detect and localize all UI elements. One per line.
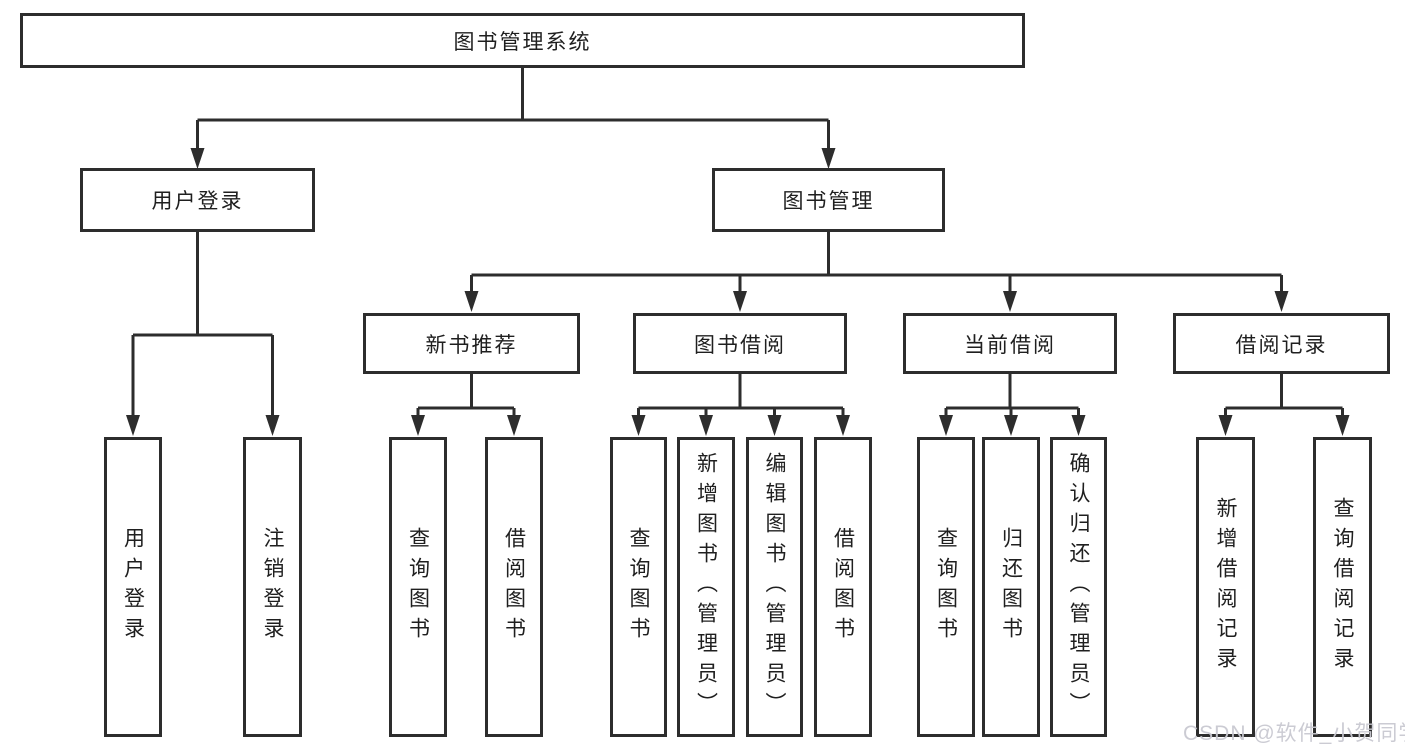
node-book-borrowing: 图书借阅 (633, 313, 847, 374)
leaf-return-books: 归还图书 (982, 437, 1040, 737)
leaf-user-login: 用户登录 (104, 437, 162, 737)
leaf-confirm-return-admin: 确认归还（管理员） (1050, 437, 1107, 737)
node-borrowing-records: 借阅记录 (1173, 313, 1390, 374)
leaf-edit-books-admin: 编辑图书（管理员） (746, 437, 803, 737)
leaf-query-books-recommend: 查询图书 (389, 437, 447, 737)
node-current-borrowing: 当前借阅 (903, 313, 1117, 374)
leaf-add-borrow-record: 新增借阅记录 (1196, 437, 1255, 737)
watermark-text: CSDN @软件_小贺同学 (1183, 722, 1405, 745)
node-user-login: 用户登录 (80, 168, 315, 232)
leaf-query-borrow-record: 查询借阅记录 (1313, 437, 1372, 737)
leaf-borrow-books-recommend: 借阅图书 (485, 437, 543, 737)
leaf-query-books-current: 查询图书 (917, 437, 975, 737)
leaf-borrow-books: 借阅图书 (814, 437, 872, 737)
leaf-logout: 注销登录 (243, 437, 302, 737)
node-book-management: 图书管理 (712, 168, 945, 232)
node-new-book-recommendation: 新书推荐 (363, 313, 580, 374)
node-library-management-system: 图书管理系统 (20, 13, 1025, 68)
leaf-query-books-borrow: 查询图书 (610, 437, 667, 737)
leaf-add-books-admin: 新增图书（管理员） (677, 437, 735, 737)
